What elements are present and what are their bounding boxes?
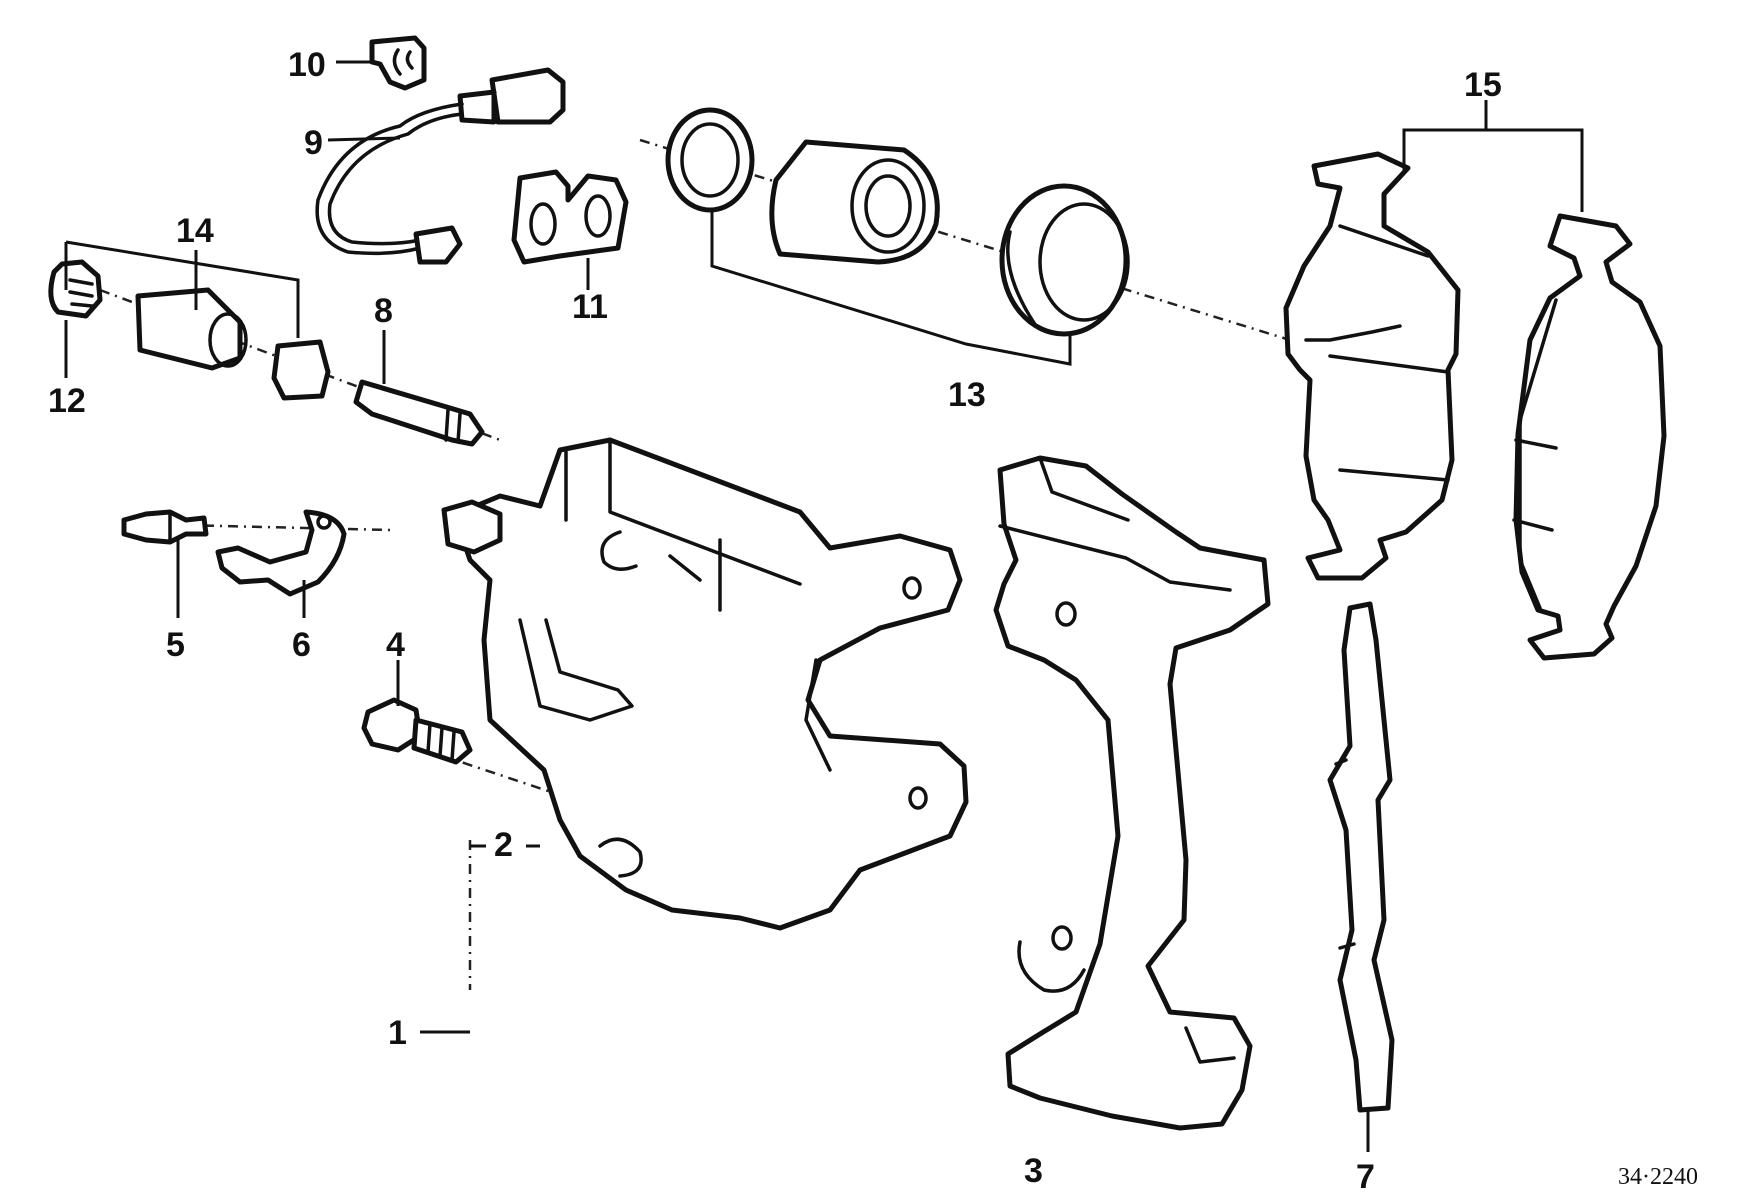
leader-lines [64,60,1584,1152]
guide-bolt-part-8 [353,379,485,447]
caliper-housing-part-2 [441,437,969,931]
callout-13: 13 [948,376,986,414]
callout-9: 9 [304,124,323,162]
callout-1: 1 [388,1014,407,1052]
bleeder-screw-part-5 [121,509,209,545]
wear-sensor-part-9 [315,67,566,265]
guide-sleeve-part-14 [135,287,331,401]
callout-11: 11 [572,288,608,326]
seal-kit-part-13 [665,107,755,213]
anti-rattle-spring-part-7 [1327,601,1395,1113]
brake-pad-inner-part-15 [1283,151,1461,581]
wire-clip-part-10 [369,35,427,91]
brake-pad-outer-part-15 [1512,213,1667,661]
callout-6: 6 [292,626,311,664]
piston-part-13 [769,139,940,265]
guide-clip-part-11 [511,169,629,265]
callout-3: 3 [1024,1152,1043,1190]
caliper-carrier-part-3 [993,455,1271,1131]
callout-14: 14 [176,212,214,250]
spring-plate-part-6 [215,509,347,597]
callout-7: 7 [1356,1158,1375,1196]
callout-4: 4 [386,626,405,664]
drawing-code: 34·2240 [1618,1164,1698,1190]
callout-2: 2 [494,826,513,864]
callout-12: 12 [48,382,86,420]
dust-boot-part-13 [999,183,1130,337]
hex-bolt-part-4 [361,697,473,765]
screw-plug-part-12 [48,259,103,319]
callout-8: 8 [374,292,393,330]
callout-10: 10 [288,46,326,84]
callout-labels: 10 9 11 14 12 8 13 15 5 6 4 2 1 3 7 34·2… [48,46,1698,1196]
callout-15: 15 [1464,66,1502,104]
callout-5: 5 [166,626,185,664]
